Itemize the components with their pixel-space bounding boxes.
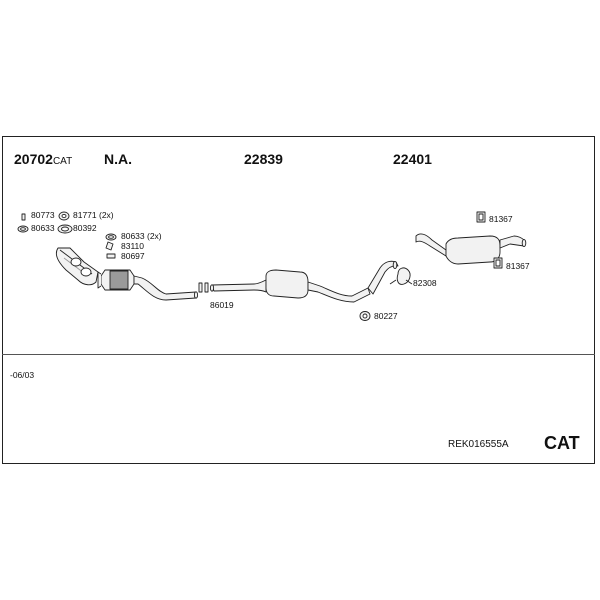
- diagram-divider: [2, 354, 595, 355]
- header-code-main: 22839: [244, 151, 283, 167]
- part-label-80773[interactable]: 80773: [31, 210, 55, 220]
- header-code-suffix: CAT: [52, 156, 73, 167]
- part-label-81367-lower[interactable]: 81367: [506, 261, 530, 271]
- middle-silencer[interactable]: [265, 269, 309, 299]
- header-code-middle-section[interactable]: 22839: [244, 152, 283, 166]
- part-label-83110[interactable]: 83110: [121, 241, 145, 251]
- rubber-hanger-icon[interactable]: [198, 282, 203, 293]
- header-code-main: 22401: [393, 151, 432, 167]
- diagram-frame: [2, 136, 595, 464]
- front-pipe[interactable]: [133, 275, 197, 301]
- exhaust-manifold[interactable]: [55, 247, 99, 286]
- header-code-rear-section[interactable]: 22401: [393, 152, 432, 166]
- tail-pipe-inlet[interactable]: [415, 233, 447, 257]
- part-label-81367-upper[interactable]: 81367: [489, 214, 513, 224]
- part-label-80392[interactable]: 80392: [73, 223, 97, 233]
- date-range: -06/03: [10, 370, 35, 380]
- part-label-80633[interactable]: 80633: [31, 223, 55, 233]
- kit-reference: REK016555A: [448, 439, 509, 450]
- part-label-80227[interactable]: 80227: [374, 311, 398, 321]
- clamp-icon[interactable]: [105, 241, 114, 251]
- part-label-86019[interactable]: 86019: [210, 300, 234, 310]
- header-code-front-pipe[interactable]: 20702CAT: [14, 152, 72, 167]
- bolt-icon[interactable]: [21, 213, 26, 221]
- rear-silencer[interactable]: [445, 235, 501, 265]
- part-label-81771[interactable]: 81771 (2x): [73, 210, 114, 220]
- intermediate-pipe-rear[interactable]: [307, 281, 371, 303]
- tail-pipe[interactable]: [499, 235, 525, 249]
- rear-pipe[interactable]: [367, 260, 399, 295]
- part-label-80697[interactable]: 80697: [121, 251, 145, 261]
- header-code-na: N.A.: [104, 152, 132, 166]
- header-code-main: 20702: [14, 151, 53, 167]
- part-label-82308[interactable]: 82308: [413, 278, 437, 288]
- kit-type: CAT: [544, 433, 580, 453]
- nut-icon[interactable]: [106, 253, 116, 259]
- intermediate-pipe-front[interactable]: [211, 279, 267, 293]
- header-code-main: N.A.: [104, 151, 132, 167]
- part-label-80633-2x[interactable]: 80633 (2x): [121, 231, 162, 241]
